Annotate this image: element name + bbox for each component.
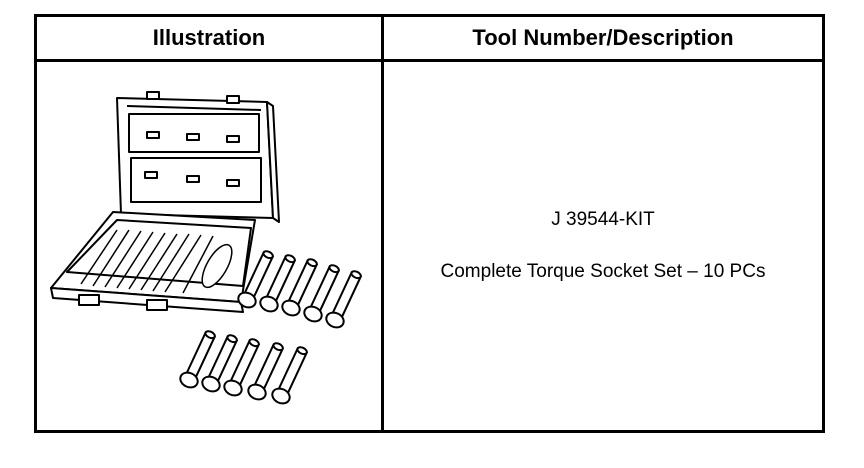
tool-description: Complete Torque Socket Set – 10 PCs [440,261,766,282]
illustration-cell [37,62,381,430]
header-divider [37,59,822,62]
tool-description-cell: J 39544-KIT Complete Torque Socket Set –… [384,62,822,430]
torque-socket-set-case-icon [50,91,362,405]
header-illustration: Illustration [152,25,266,50]
tool-table: Illustration Tool Number/Description [34,14,825,433]
column-divider [381,17,384,430]
tool-number: J 39544-KIT [551,209,655,230]
header-tool-number-description: Tool Number/Description [472,25,734,50]
